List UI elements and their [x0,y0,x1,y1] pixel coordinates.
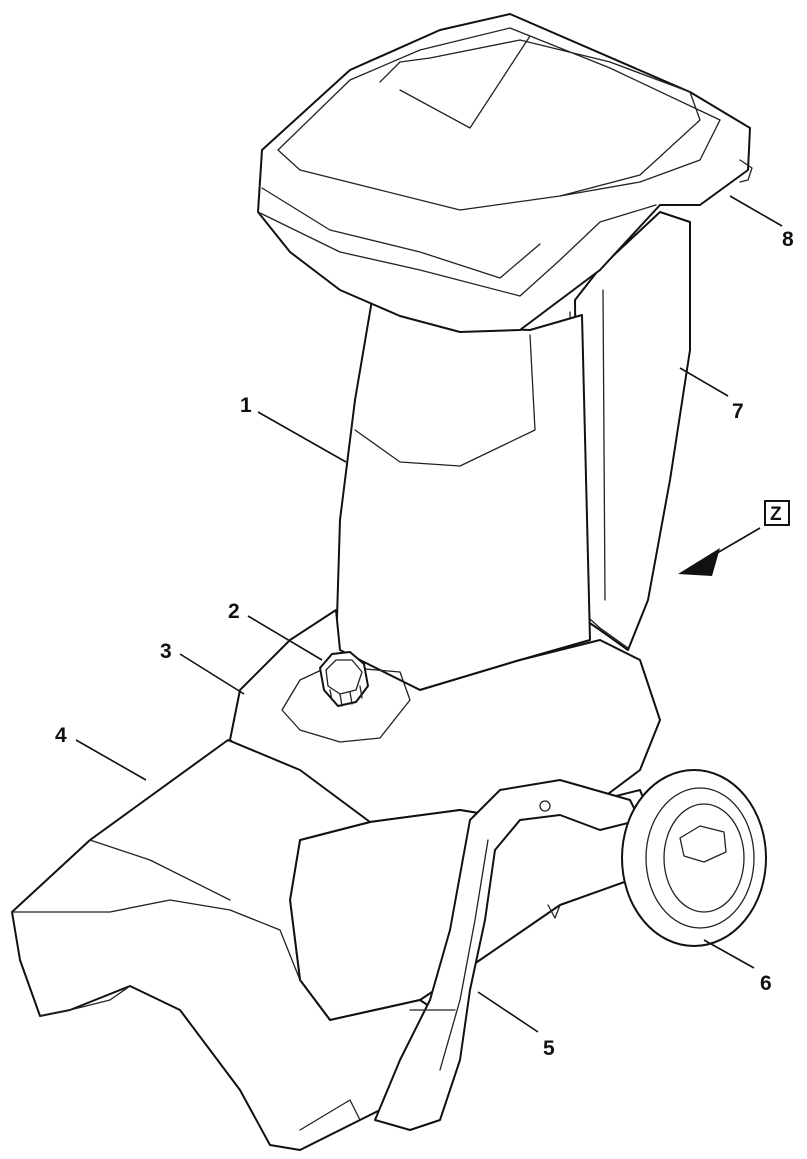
wheel [621,769,767,947]
leader-lines [75,195,783,1033]
callout-1: 1 [240,394,252,417]
view-marker: Z [764,500,790,526]
callout-8: 8 [782,228,794,251]
callout-3: 3 [160,640,172,663]
hopper-top [257,13,753,333]
callout-labels: 1 2 3 4 5 6 7 8 [55,228,794,1060]
rotary-knob [319,651,369,707]
view-direction-arrow [678,548,720,576]
rear-housing [569,211,691,651]
view-marker-label: Z [770,504,782,525]
feed-chute [335,299,591,691]
callout-2: 2 [228,600,240,623]
callout-7: 7 [732,400,744,423]
callout-4: 4 [55,724,67,747]
callout-5: 5 [543,1037,555,1060]
support-frame [374,779,641,1131]
callout-6: 6 [760,972,772,995]
